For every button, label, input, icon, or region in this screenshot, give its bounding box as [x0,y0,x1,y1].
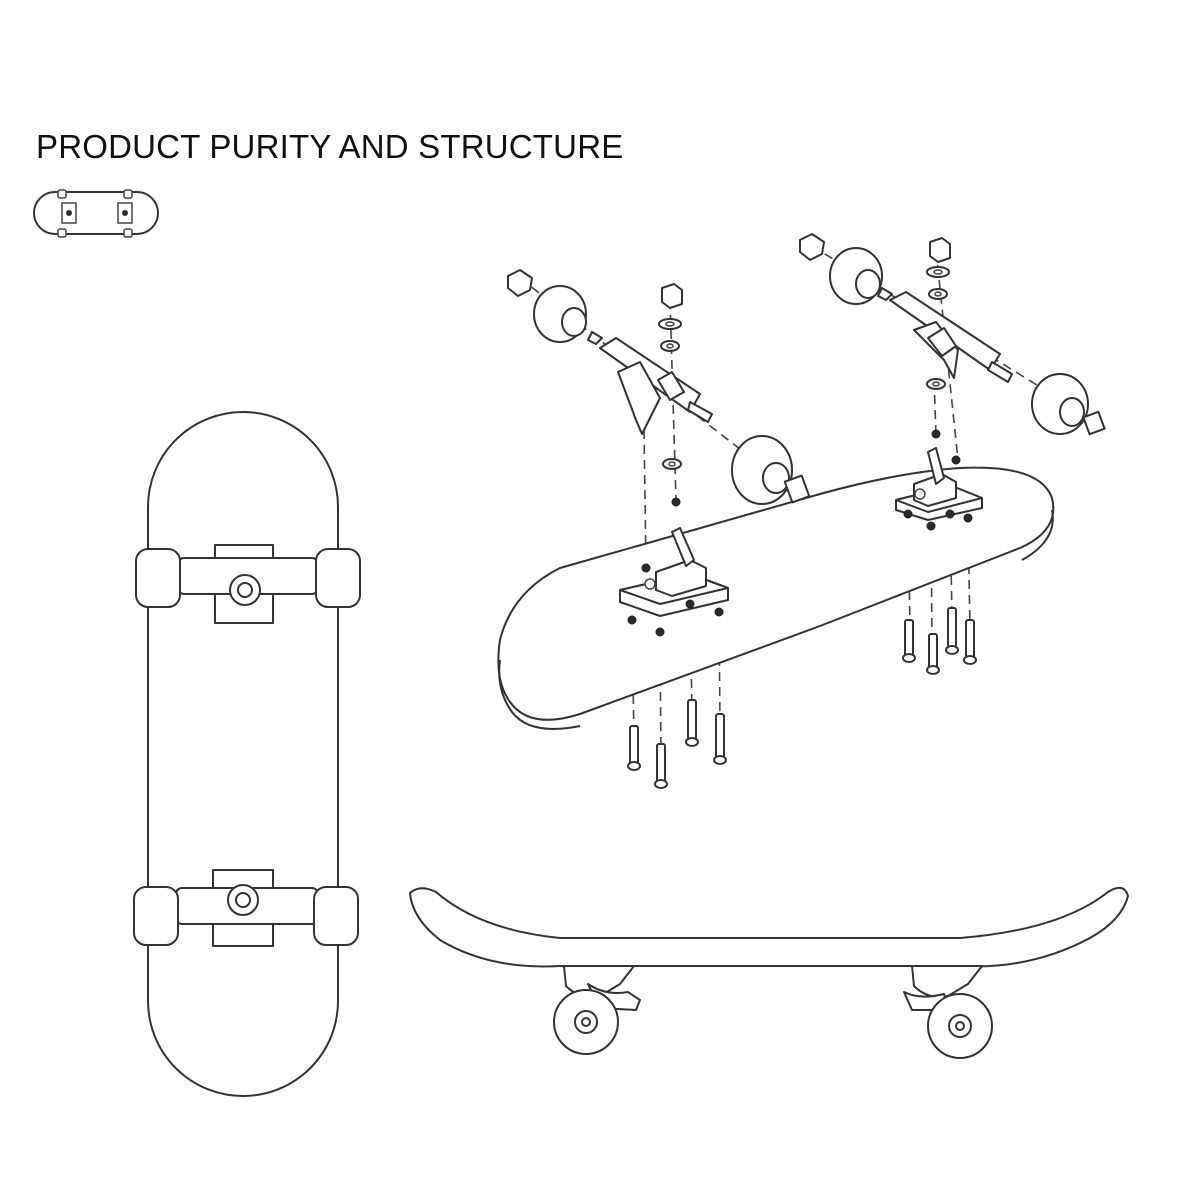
skateboard-thumbnail-icon [33,189,159,238]
axle-nut-1 [507,269,533,297]
truck-top-lower [133,869,359,947]
baseplate-right [895,447,983,521]
wheel-top-left-lower [133,886,179,946]
skateboard-top-view [133,411,361,1097]
truck-hanger-left [587,331,713,435]
truck-side-left [553,965,641,1055]
baseplate-left [619,527,729,617]
wheel-top-left-upper [135,548,181,608]
wheel-exploded-4 [1031,373,1106,436]
deck-isometric [497,466,1055,721]
truck-hanger-right [877,287,1013,383]
skateboard-exploded-view [497,233,1106,789]
kingpin-right [927,447,945,485]
kingpin-hardware-left [658,283,683,470]
deck-top-view [147,411,339,1097]
mounting-nuts [627,429,973,637]
page-title: PRODUCT PURITY AND STRUCTURE [36,128,624,165]
wheel-top-right-upper [315,548,361,608]
mounting-bolts-left [627,699,727,789]
wheel-exploded-1 [533,285,587,343]
kingpin-left [671,527,695,567]
skateboard-side-view [409,886,1129,1059]
wheel-exploded-3 [829,247,883,305]
truck-top-upper [135,544,361,624]
truck-side-right [903,965,993,1059]
mounting-bolts-right [902,607,977,675]
axle-nut-2 [799,233,825,261]
kingpin-hardware-right [926,237,951,390]
wheel-top-right-lower [313,886,359,946]
wheel-exploded-2 [731,435,811,505]
deck-side-view [409,886,1129,968]
